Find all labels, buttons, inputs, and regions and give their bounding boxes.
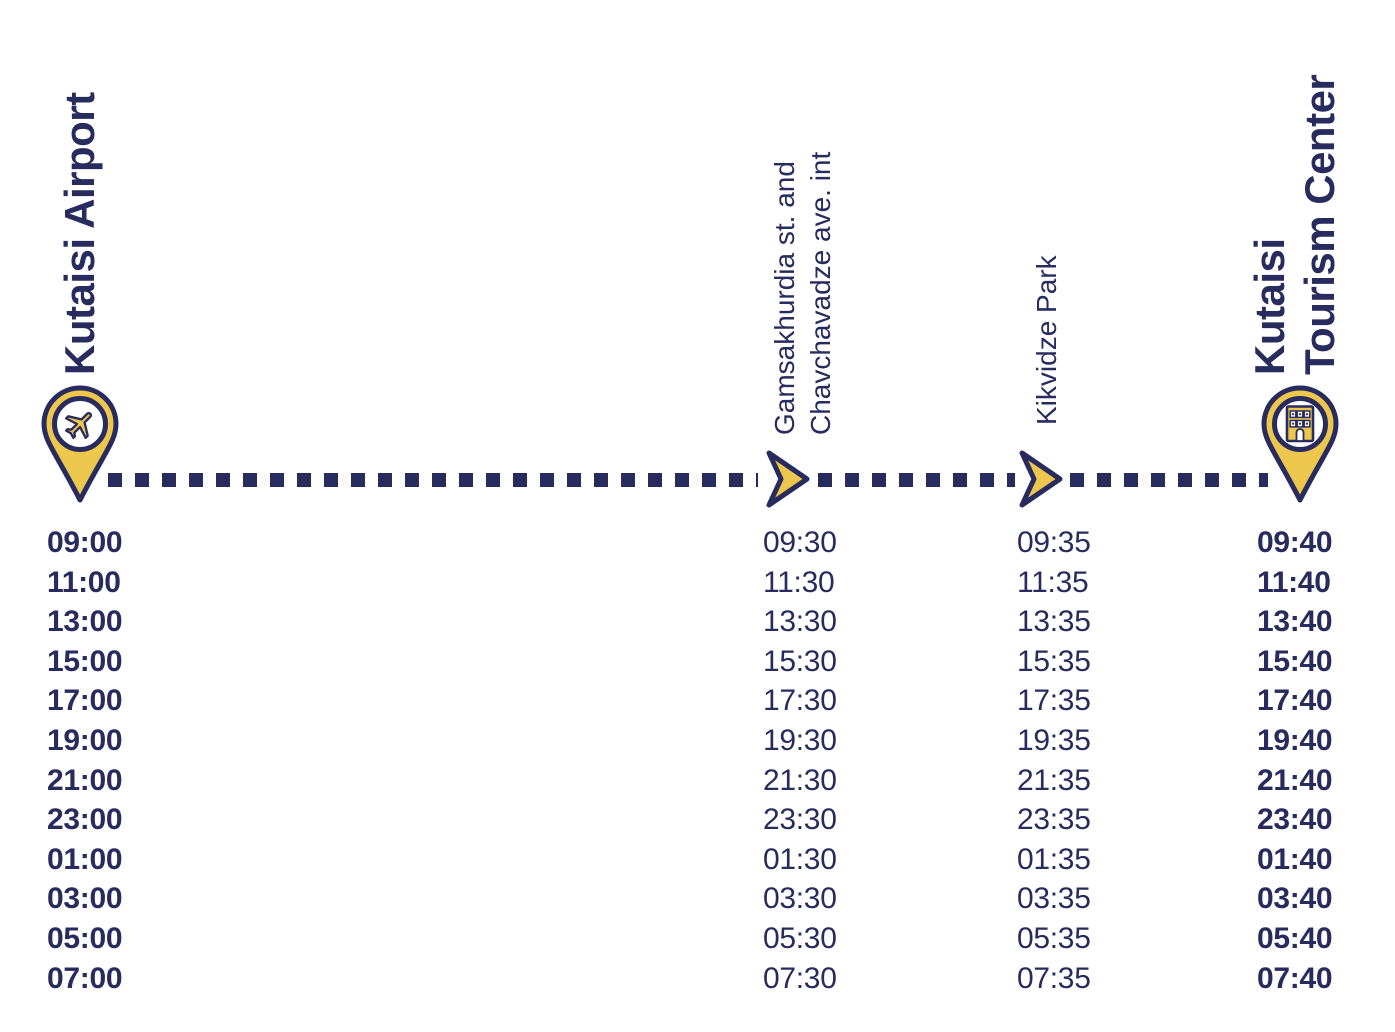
plane-icon	[64, 411, 93, 440]
route-line-segment	[108, 473, 758, 487]
airport-pin-icon	[41, 385, 119, 503]
building-icon	[1285, 405, 1315, 443]
time-cell: 07:35	[1017, 961, 1091, 995]
time-cell: 03:30	[763, 882, 837, 916]
time-cell: 11:40	[1257, 565, 1331, 599]
stop-label-line: Chavchavadze ave. int	[805, 151, 836, 435]
time-cell: 13:35	[1017, 605, 1091, 639]
time-cell: 17:35	[1017, 684, 1091, 718]
arrow-icon	[1019, 450, 1063, 508]
time-cell: 13:40	[1257, 605, 1333, 639]
time-cell: 07:40	[1257, 961, 1333, 995]
time-cell: 03:00	[47, 882, 123, 916]
stop-label-line: Kikvidze Park	[1031, 255, 1062, 425]
time-cell: 13:00	[47, 605, 123, 639]
time-cell: 19:35	[1017, 723, 1091, 757]
time-cell: 17:30	[763, 684, 837, 718]
time-cell: 15:35	[1017, 644, 1091, 678]
time-cell: 09:30	[763, 526, 837, 559]
route-line-segment	[1070, 473, 1268, 487]
time-cell: 11:30	[763, 565, 835, 599]
time-cell: 21:40	[1257, 763, 1333, 797]
time-cell: 23:35	[1017, 803, 1091, 837]
arrow-icon	[766, 450, 810, 508]
stop-label-line: Tourism Center	[1296, 74, 1343, 375]
stop-label-kikvidze-park: Kikvidze Park	[1029, 255, 1065, 425]
time-cell: 05:40	[1257, 921, 1333, 955]
time-cell: 01:40	[1257, 842, 1333, 876]
timetable-column-tourism-center: 09:40 11:40 13:40 15:40 17:40 19:40 21:40 23:40…	[1257, 523, 1333, 998]
time-cell: 23:40	[1257, 803, 1333, 837]
time-cell: 11:00	[47, 565, 121, 599]
timetable-column-kutaisi-airport: 09:00 11:00 13:00 15:00 17:00 19:00 21:00 23:00…	[47, 523, 123, 998]
tourism-center-pin-icon	[1261, 385, 1339, 503]
time-cell: 05:30	[763, 921, 837, 955]
time-cell: 19:30	[763, 723, 837, 757]
time-cell: 21:35	[1017, 763, 1091, 797]
stop-label-kutaisi-airport: Kutaisi Airport	[55, 92, 105, 375]
time-cell: 01:35	[1017, 842, 1091, 876]
time-cell: 07:00	[47, 961, 123, 995]
time-cell: 15:00	[47, 644, 123, 678]
timetable-column-gamsakhurdia: 09:30 11:30 13:30 15:30 17:30 19:30 21:30 23:30…	[763, 523, 837, 998]
time-cell: 05:00	[47, 921, 123, 955]
time-cell: 11:35	[1017, 565, 1089, 599]
time-cell: 05:35	[1017, 921, 1091, 955]
time-cell: 17:00	[47, 684, 123, 718]
time-cell: 23:00	[47, 803, 123, 837]
time-cell: 13:30	[763, 605, 837, 639]
time-cell: 09:40	[1257, 526, 1333, 559]
time-cell: 01:00	[47, 842, 123, 876]
stop-label-line: Gamsakhurdia st. and	[769, 161, 800, 435]
time-cell: 15:40	[1257, 644, 1333, 678]
time-cell: 15:30	[763, 644, 837, 678]
stop-label-kutaisi-tourism-center: Kutaisi Tourism Center	[1245, 75, 1345, 375]
time-cell: 23:30	[763, 803, 837, 837]
stop-label-line: Kutaisi Airport	[56, 92, 103, 375]
time-cell: 21:00	[47, 763, 123, 797]
time-cell: 07:30	[763, 961, 837, 995]
time-cell: 19:40	[1257, 723, 1333, 757]
stop-label-gamsakhurdia-chavchavadze: Gamsakhurdia st. and Chavchavadze ave. i…	[767, 152, 839, 435]
stop-label-line: Kutaisi	[1246, 238, 1293, 375]
timetable-column-kikvidze-park: 09:35 11:35 13:35 15:35 17:35 19:35 21:35 23:35…	[1017, 523, 1091, 998]
time-cell: 09:35	[1017, 526, 1091, 559]
route-line-segment	[818, 473, 1015, 487]
time-cell: 21:30	[763, 763, 837, 797]
time-cell: 17:40	[1257, 684, 1333, 718]
time-cell: 01:30	[763, 842, 837, 876]
time-cell: 19:00	[47, 723, 123, 757]
time-cell: 03:40	[1257, 882, 1333, 916]
time-cell: 09:00	[47, 526, 123, 559]
time-cell: 03:35	[1017, 882, 1091, 916]
